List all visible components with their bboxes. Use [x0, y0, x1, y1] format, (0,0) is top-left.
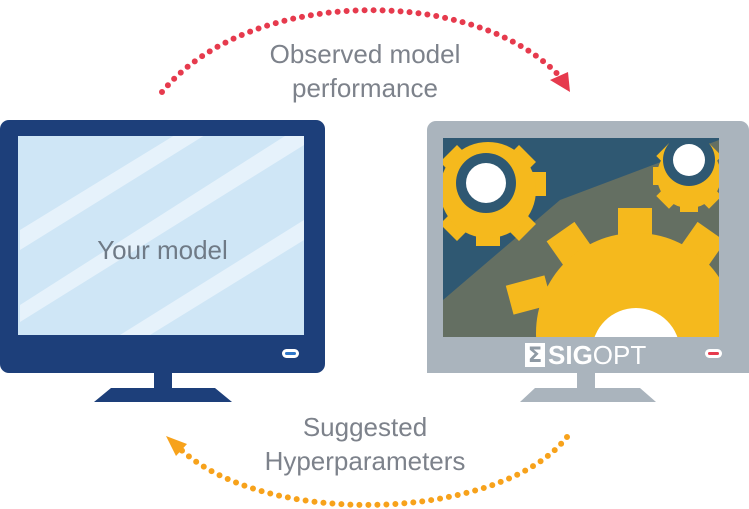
bottom-arrow-label-line1: Suggested: [302, 412, 428, 442]
top-arrow-label: Observed model performance: [230, 37, 500, 105]
left-monitor: [0, 120, 325, 402]
sigopt-wordmark-regular: OPT: [592, 340, 647, 370]
suggestion-arrowhead-icon: [166, 436, 187, 456]
left-monitor-label: Your model: [97, 235, 228, 265]
sigopt-wordmark-bold: SIG: [548, 340, 593, 370]
bottom-arrow-label-line2: Hyperparameters: [264, 446, 466, 476]
feedback-arrowhead-icon: [550, 72, 570, 92]
sigopt-wordmark: SIGOPT: [548, 342, 646, 368]
brand-bar: [427, 337, 749, 373]
feedback-arrow: [159, 7, 570, 95]
left-monitor-base: [94, 388, 232, 402]
screen-glare: [20, 136, 304, 335]
top-arrow-label-line2: performance: [292, 73, 438, 103]
gear-small-right-icon: [653, 138, 719, 212]
right-monitor-base: [520, 388, 656, 402]
top-arrow-label-line1: Observed model: [269, 39, 461, 69]
right-monitor-neck: [577, 371, 595, 388]
left-monitor-neck: [154, 371, 172, 388]
sigopt-logo-icon: Σ: [525, 343, 545, 367]
right-monitor: [427, 121, 749, 402]
gear-large-icon: [505, 208, 719, 337]
gear-small-left-icon: [443, 142, 546, 246]
suggestion-arrow: [166, 434, 570, 508]
bottom-arrow-label: Suggested Hyperparameters: [230, 410, 500, 478]
